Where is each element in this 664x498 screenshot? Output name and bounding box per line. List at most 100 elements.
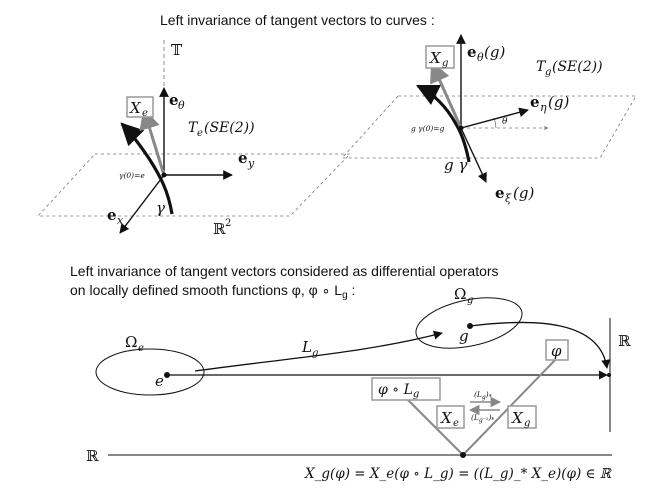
right-e-eta-label: e η (g) bbox=[530, 93, 569, 114]
point-e-dot bbox=[164, 372, 170, 378]
g-to-real-arc bbox=[469, 321, 611, 369]
left-space-symbol: 𝕋 bbox=[171, 41, 183, 59]
push-forward-label: (Lg)* bbox=[474, 390, 492, 401]
svg-text:X: X bbox=[429, 49, 442, 67]
svg-text:L: L bbox=[301, 338, 312, 356]
svg-text:e: e bbox=[138, 343, 144, 354]
svg-text:θ: θ bbox=[178, 99, 185, 112]
svg-text:x: x bbox=[117, 214, 124, 227]
real-arrow-end-point bbox=[607, 373, 611, 377]
left-frame: 𝕋 e θ X e T e (SE(2)) e y γ(0)=e γ e x ℝ… bbox=[37, 40, 351, 238]
point-g-label: g bbox=[459, 327, 469, 345]
left-tangent-plane bbox=[37, 153, 351, 217]
right-e-xi-arrow bbox=[460, 127, 487, 183]
left-curve-label: γ bbox=[156, 199, 165, 217]
svg-text:e: e bbox=[530, 93, 540, 111]
point-g-dot bbox=[467, 323, 473, 329]
left-origin-point bbox=[161, 172, 167, 178]
bottom-formula: X_g(φ) = X_e(φ ∘ L_g) = ((L_g)_* X_e)(φ)… bbox=[304, 466, 612, 482]
svg-text:(SE(2)): (SE(2)) bbox=[552, 59, 603, 75]
svg-text:φ: φ bbox=[551, 342, 562, 360]
svg-text:(Lg⁻¹)*: (Lg⁻¹)* bbox=[471, 413, 494, 424]
right-X-g-arrow bbox=[430, 61, 463, 129]
svg-text:Ω: Ω bbox=[125, 333, 137, 351]
svg-text:ξ: ξ bbox=[505, 192, 512, 205]
svg-text:g: g bbox=[312, 348, 318, 359]
svg-text:e: e bbox=[169, 91, 179, 109]
bottom-heading-line1: Left invariance of tangent vectors consi… bbox=[70, 263, 499, 279]
left-tangent-space-label: T e (SE(2)) bbox=[188, 120, 255, 139]
svg-text:θ: θ bbox=[477, 51, 484, 64]
right-e-theta-label: e θ (g) bbox=[467, 43, 505, 64]
right-curve-label: g γ bbox=[444, 156, 467, 174]
svg-text:(g): (g) bbox=[513, 184, 534, 202]
right-theta-arc bbox=[493, 117, 497, 129]
svg-text:ℝ: ℝ bbox=[213, 220, 226, 238]
top-heading: Left invariance of tangent vectors to cu… bbox=[160, 12, 435, 28]
svg-text:η: η bbox=[540, 101, 547, 114]
svg-text:e: e bbox=[467, 43, 477, 61]
real-right-label: ℝ bbox=[618, 332, 631, 350]
omega-g-ellipse bbox=[415, 297, 523, 349]
svg-text:g: g bbox=[524, 418, 530, 429]
svg-text:(g): (g) bbox=[548, 93, 569, 111]
svg-text:X: X bbox=[511, 409, 524, 427]
svg-text:g: g bbox=[467, 295, 473, 306]
omega-e-ellipse bbox=[95, 348, 205, 396]
right-frame: X g e θ (g) T g (SE(2)) e η (g) θ g γ(0)… bbox=[341, 34, 637, 205]
left-plane-label: ℝ 2 bbox=[213, 218, 231, 238]
right-e-xi-label: e ξ (g) bbox=[495, 184, 534, 205]
right-tangent-space-label: T g (SE(2)) bbox=[536, 59, 603, 78]
left-e-theta-label: e θ bbox=[169, 91, 185, 112]
svg-text:X: X bbox=[440, 409, 453, 427]
svg-text:X: X bbox=[129, 99, 142, 117]
left-curve-gamma bbox=[120, 122, 174, 215]
svg-text:T: T bbox=[188, 120, 199, 136]
omega-e-label: Ω e bbox=[125, 333, 144, 354]
svg-text:g: g bbox=[545, 67, 551, 78]
svg-text:on locally defined smooth func: on locally defined smooth functions φ, φ… bbox=[70, 282, 355, 301]
svg-text:e: e bbox=[197, 128, 203, 139]
real-bottom-label: ℝ bbox=[86, 447, 99, 465]
svg-text:2: 2 bbox=[225, 218, 231, 229]
bottom-meet-point bbox=[460, 452, 466, 458]
left-origin-label: γ(0)=e bbox=[119, 171, 145, 180]
phi-L-to-bottom-gray bbox=[404, 396, 464, 456]
right-curve-g-gamma bbox=[415, 84, 471, 163]
svg-text:g: g bbox=[442, 58, 448, 69]
left-e-x-arrow bbox=[119, 174, 165, 234]
point-e-label: e bbox=[155, 372, 164, 390]
right-e-eta-arrow bbox=[460, 107, 529, 129]
left-e-y-label: e y bbox=[238, 149, 255, 170]
bottom-diagram: Ω e Ω g e g L g ℝ ℝ φ φ ∘ Lg ( bbox=[86, 285, 631, 482]
svg-text:(Lg)*: (Lg)* bbox=[474, 390, 492, 401]
pull-back-label: (Lg⁻¹)* bbox=[471, 413, 494, 424]
L-g-label: L g bbox=[301, 338, 318, 359]
left-e-x-label: e x bbox=[107, 206, 124, 227]
svg-text:e: e bbox=[495, 184, 505, 202]
right-X-g-box: X g bbox=[425, 45, 455, 69]
svg-text:(SE(2)): (SE(2)) bbox=[204, 120, 255, 136]
bottom-heading-line2: on locally defined smooth functions φ, φ… bbox=[70, 282, 355, 301]
left-X-e-arrow bbox=[139, 107, 166, 176]
svg-text:T: T bbox=[536, 59, 547, 75]
bottom-X-e-box: X e bbox=[436, 405, 465, 429]
svg-text:e: e bbox=[238, 149, 248, 167]
svg-text:e: e bbox=[107, 206, 117, 224]
L-g-arrow bbox=[194, 330, 443, 372]
svg-text:φ ∘ Lg: φ ∘ Lg bbox=[378, 382, 419, 400]
phi-box: φ bbox=[545, 339, 569, 361]
svg-text:Ω: Ω bbox=[454, 285, 466, 303]
omega-g-label: Ω g bbox=[454, 285, 473, 306]
svg-text:e: e bbox=[142, 108, 148, 119]
right-origin-point bbox=[458, 125, 464, 131]
svg-text:e: e bbox=[453, 418, 459, 429]
left-X-e-box: X e bbox=[126, 96, 154, 119]
bottom-X-g-box: X g bbox=[507, 405, 537, 429]
svg-text:(g): (g) bbox=[484, 43, 505, 61]
right-tangent-plane bbox=[341, 95, 637, 159]
right-theta-label: θ bbox=[502, 117, 508, 127]
right-origin-label: g γ(0)=g bbox=[411, 124, 445, 133]
svg-text:y: y bbox=[247, 157, 255, 170]
